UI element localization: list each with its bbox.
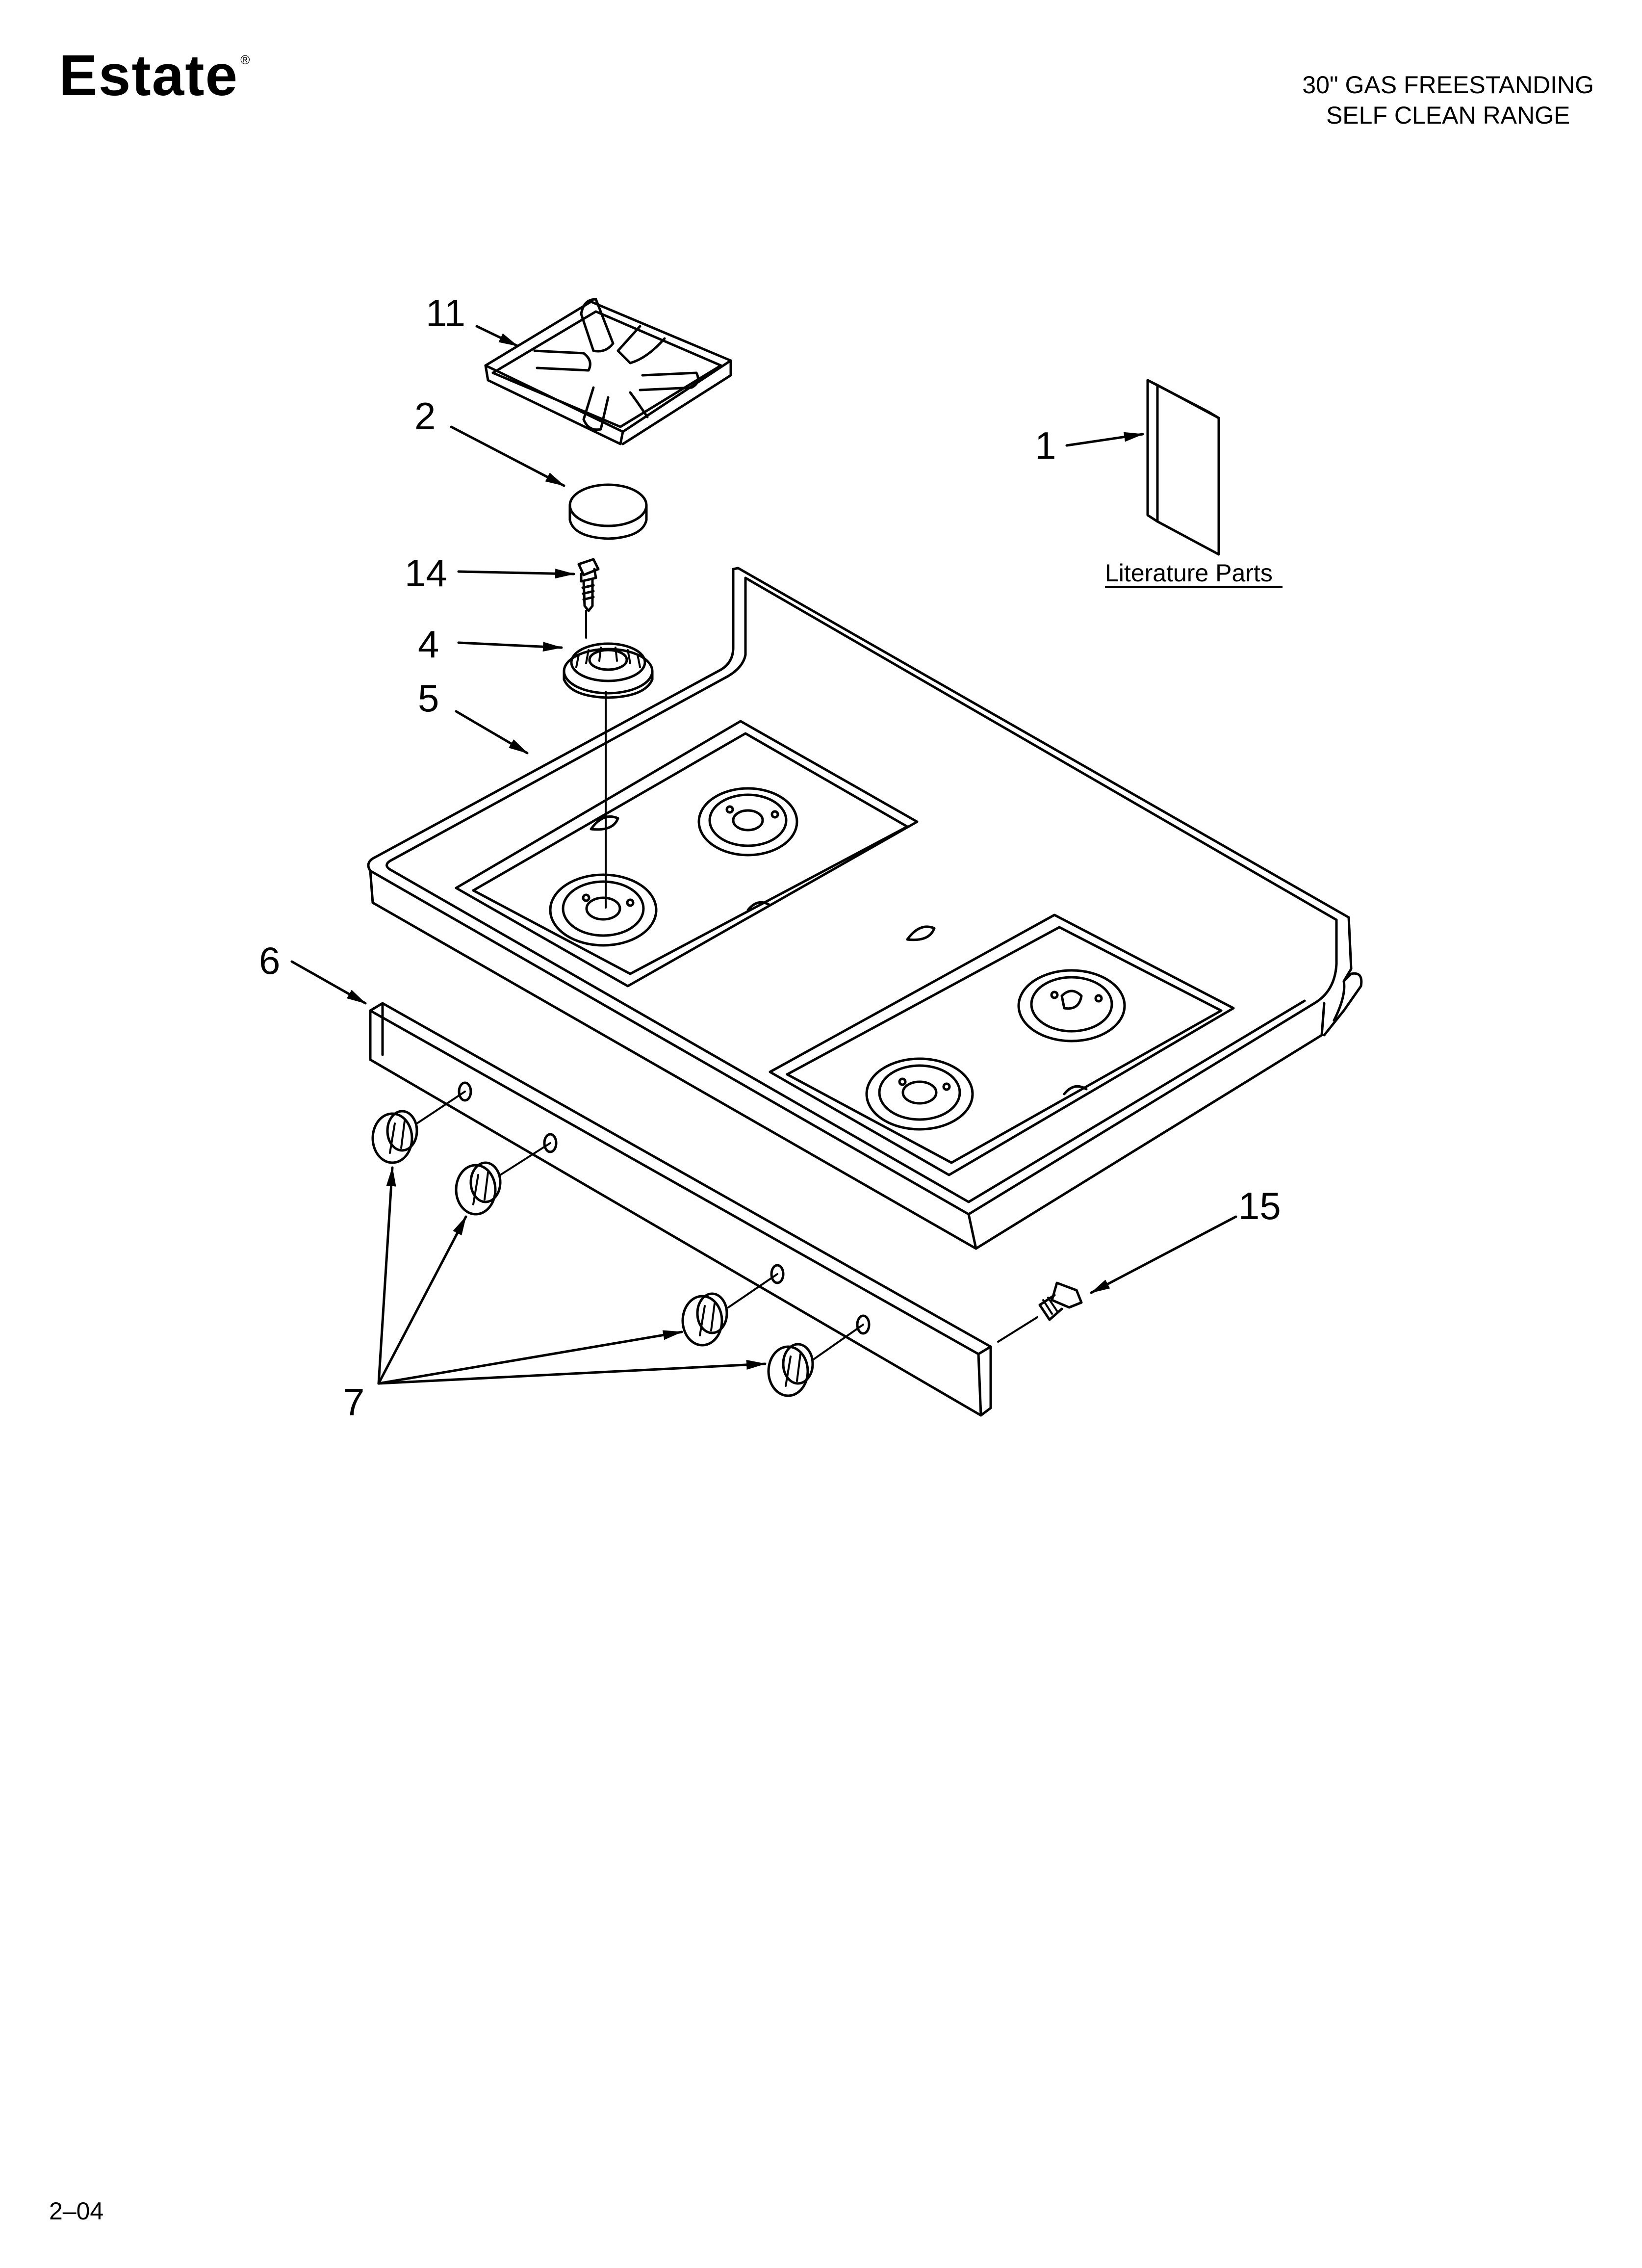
control-knob-1 [371, 1110, 418, 1164]
title-line-2: SELF CLEAN RANGE [1326, 102, 1570, 129]
title-line-1: 30" GAS FREESTANDING [1302, 71, 1594, 99]
burner-base-front-right [865, 1057, 974, 1131]
literature-parts-booklet [1146, 379, 1220, 556]
estate-logo: Estate® [59, 47, 251, 104]
callout-14: 14 [405, 551, 447, 595]
panel-screw [1038, 1281, 1083, 1321]
callout-7: 7 [343, 1381, 364, 1424]
leader-11 [475, 325, 519, 347]
orifice-screw [577, 558, 600, 612]
screw-alignment-line [997, 1316, 1038, 1343]
burner-head [563, 642, 654, 699]
leader-5 [455, 710, 529, 755]
registered-mark: ® [240, 52, 251, 67]
callout-11: 11 [426, 291, 465, 335]
leader-15 [1090, 1215, 1237, 1294]
logo-text: Estate [59, 43, 239, 108]
burner-cap [568, 483, 648, 540]
knob-shaft-line-2 [499, 1142, 551, 1176]
knob-shaft-line-1 [416, 1091, 466, 1124]
knob-shaft-line-3 [727, 1273, 778, 1308]
leader-7c [377, 1330, 683, 1385]
burner-base-rear-right [1017, 969, 1126, 1043]
leader-4 [457, 641, 563, 652]
leader-1 [1065, 432, 1144, 447]
knob-hole-1 [458, 1081, 472, 1102]
knob-hole-2 [543, 1133, 558, 1153]
leader-6 [290, 960, 367, 1005]
literature-parts-label: Literature Parts [1105, 559, 1273, 587]
leader-7d [377, 1359, 767, 1385]
cooktop-main-top [367, 567, 1363, 1250]
control-knob-3 [681, 1292, 728, 1347]
control-knob-4 [767, 1343, 814, 1397]
knob-hole-4 [856, 1314, 871, 1335]
page-title: 30" GAS FREESTANDING SELF CLEAN RANGE [1302, 70, 1594, 130]
callout-2: 2 [414, 394, 436, 438]
leader-7a [377, 1166, 396, 1385]
callout-4: 4 [418, 623, 439, 666]
callout-1: 1 [1035, 424, 1056, 467]
leader-7b [377, 1215, 467, 1385]
page-code: 2–04 [49, 2197, 104, 2225]
burner-base-front-left [549, 873, 658, 947]
knob-shaft-line-4 [813, 1324, 864, 1360]
knob-hole-3 [770, 1264, 785, 1284]
burner-base-rear-left [697, 787, 798, 857]
control-panel [369, 1002, 992, 1417]
leader-2 [450, 425, 565, 487]
burner-grate [484, 298, 732, 445]
leader-14 [457, 569, 575, 579]
callout-5: 5 [418, 677, 439, 720]
callout-6: 6 [259, 939, 280, 982]
callout-15: 15 [1238, 1184, 1281, 1227]
control-knob-2 [455, 1161, 502, 1216]
